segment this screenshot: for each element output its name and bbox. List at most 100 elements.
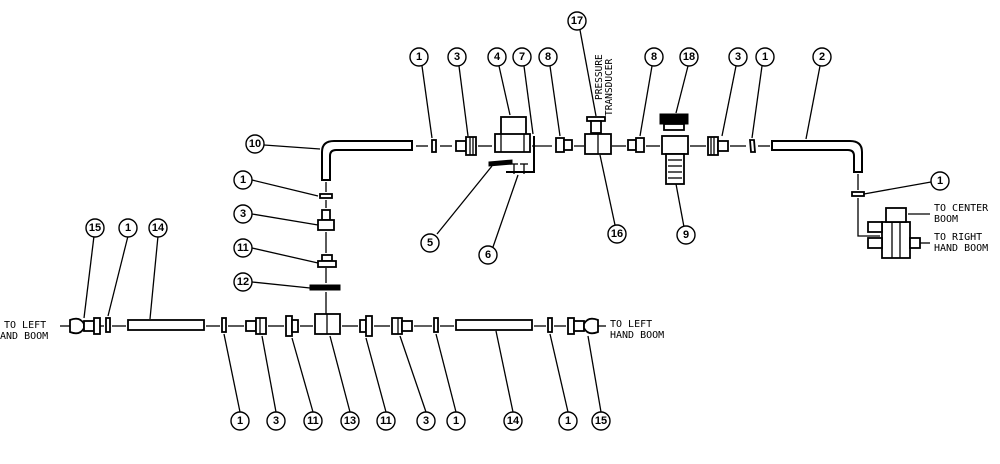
- svg-text:1: 1: [125, 222, 131, 234]
- fitting-3-right: [707, 136, 729, 156]
- to-center-label-1: TO CENTER: [934, 203, 989, 214]
- svg-text:8: 8: [545, 51, 551, 63]
- callout-bubble: 6: [478, 245, 498, 265]
- pressure-transducer-17: [586, 116, 606, 134]
- pipe-elbow-10: [321, 140, 413, 181]
- nozzle-15-right: [567, 317, 606, 335]
- callout-bubble: 14: [503, 411, 523, 431]
- svg-text:9: 9: [683, 229, 689, 241]
- callout-bubble: 3: [447, 47, 467, 67]
- fitting-11-lower-b: [359, 315, 373, 337]
- svg-text:10: 10: [249, 138, 261, 150]
- callout-bubble: 11: [376, 411, 396, 431]
- valve-4: [494, 116, 531, 153]
- svg-text:1: 1: [762, 51, 768, 63]
- bolts-6: [510, 163, 528, 174]
- upper-assembly: [321, 113, 863, 185]
- callout-bubble: 3: [233, 204, 253, 224]
- lower-assembly: TO LEFT HAND BOOM TO LEFT HAND BOOM: [0, 313, 664, 342]
- fitting-3: [455, 136, 477, 156]
- callout-bubble: 5: [420, 233, 440, 253]
- tee-16: [584, 133, 612, 155]
- pressure-label: PRESSURE: [594, 54, 605, 100]
- callout-bubble: 1: [446, 411, 466, 431]
- pipe-14-right: [455, 319, 533, 331]
- fitting-8-left: [555, 137, 573, 153]
- svg-text:11: 11: [380, 415, 392, 427]
- svg-text:11: 11: [237, 242, 249, 254]
- gasket-1-lower-d: [547, 317, 553, 333]
- filter-9: [659, 113, 689, 185]
- callout-bubble: 1: [755, 47, 775, 67]
- to-left-label-b2: HAND BOOM: [610, 330, 664, 341]
- svg-text:15: 15: [595, 415, 607, 427]
- callout-bubble: 16: [607, 224, 627, 244]
- svg-text:1: 1: [565, 415, 571, 427]
- callout-bubble: 1: [558, 411, 578, 431]
- fitting-11-lower-a: [285, 315, 299, 337]
- transducer-label: TRANSDUCER: [604, 59, 615, 116]
- gasket-1-lower-b: [221, 317, 227, 333]
- gasket-1-manifold: [851, 191, 865, 197]
- svg-text:5: 5: [427, 237, 433, 249]
- callout-bubble: 9: [676, 225, 696, 245]
- callout-bubble: 3: [266, 411, 286, 431]
- callout-bubble: 8: [538, 47, 558, 67]
- fitting-11-riser: [317, 254, 337, 268]
- svg-text:1: 1: [937, 175, 943, 187]
- callout-bubble: 3: [416, 411, 436, 431]
- svg-text:8: 8: [651, 51, 657, 63]
- nozzle-15-left: [60, 317, 101, 335]
- vertical-riser: [309, 182, 341, 314]
- callout-bubble: 18: [679, 47, 699, 67]
- callout-bubble: 7: [512, 47, 532, 67]
- svg-text:3: 3: [273, 415, 279, 427]
- svg-text:3: 3: [240, 208, 246, 220]
- pipe-elbow-2: [771, 140, 863, 173]
- svg-text:3: 3: [735, 51, 741, 63]
- svg-text:14: 14: [507, 415, 520, 427]
- svg-text:3: 3: [454, 51, 460, 63]
- right-manifold: TO CENTER BOOM TO RIGHT HAND BOOM: [851, 174, 989, 259]
- callout-bubble: 12: [233, 272, 253, 292]
- svg-text:13: 13: [344, 415, 356, 427]
- callout-bubble: 4: [487, 47, 507, 67]
- manifold-body: [867, 207, 921, 259]
- callout-bubble: 1: [233, 170, 253, 190]
- callout-bubble: 13: [340, 411, 360, 431]
- fitting-8-right: [627, 137, 645, 153]
- to-right-label-1: TO RIGHT: [934, 232, 982, 243]
- svg-text:17: 17: [571, 15, 583, 27]
- gasket-1-lower-c: [433, 317, 439, 333]
- callout-bubble: 15: [85, 218, 105, 238]
- callout-bubble: 1: [118, 218, 138, 238]
- callout-bubble: 14: [148, 218, 168, 238]
- fitting-3-riser: [317, 209, 335, 231]
- callout-bubble: 1: [930, 171, 950, 191]
- svg-text:11: 11: [307, 415, 319, 427]
- callout-bubble: 3: [728, 47, 748, 67]
- to-left-label-b1: TO LEFT: [610, 319, 652, 330]
- callout-bubble: 11: [233, 238, 253, 258]
- tee-13: [314, 313, 341, 335]
- screw-5: [488, 159, 513, 167]
- svg-text:4: 4: [494, 51, 501, 63]
- callout-bubble: 2: [812, 47, 832, 67]
- svg-text:1: 1: [240, 174, 246, 186]
- svg-text:1: 1: [453, 415, 459, 427]
- washer-12: [309, 284, 341, 291]
- gasket-1-right: [749, 139, 756, 153]
- filter-cap-18: [659, 113, 689, 125]
- to-right-label-2: HAND BOOM: [934, 243, 988, 254]
- svg-text:18: 18: [683, 51, 695, 63]
- bracket-7: [506, 136, 535, 173]
- callout-bubble: 10: [245, 134, 265, 154]
- svg-text:2: 2: [819, 51, 825, 63]
- callout-bubble: 15: [591, 411, 611, 431]
- callout-leaders: [83, 29, 932, 413]
- svg-text:7: 7: [519, 51, 525, 63]
- svg-text:14: 14: [152, 222, 165, 234]
- gasket-1-riser: [319, 193, 333, 199]
- callout-bubble: 11: [303, 411, 323, 431]
